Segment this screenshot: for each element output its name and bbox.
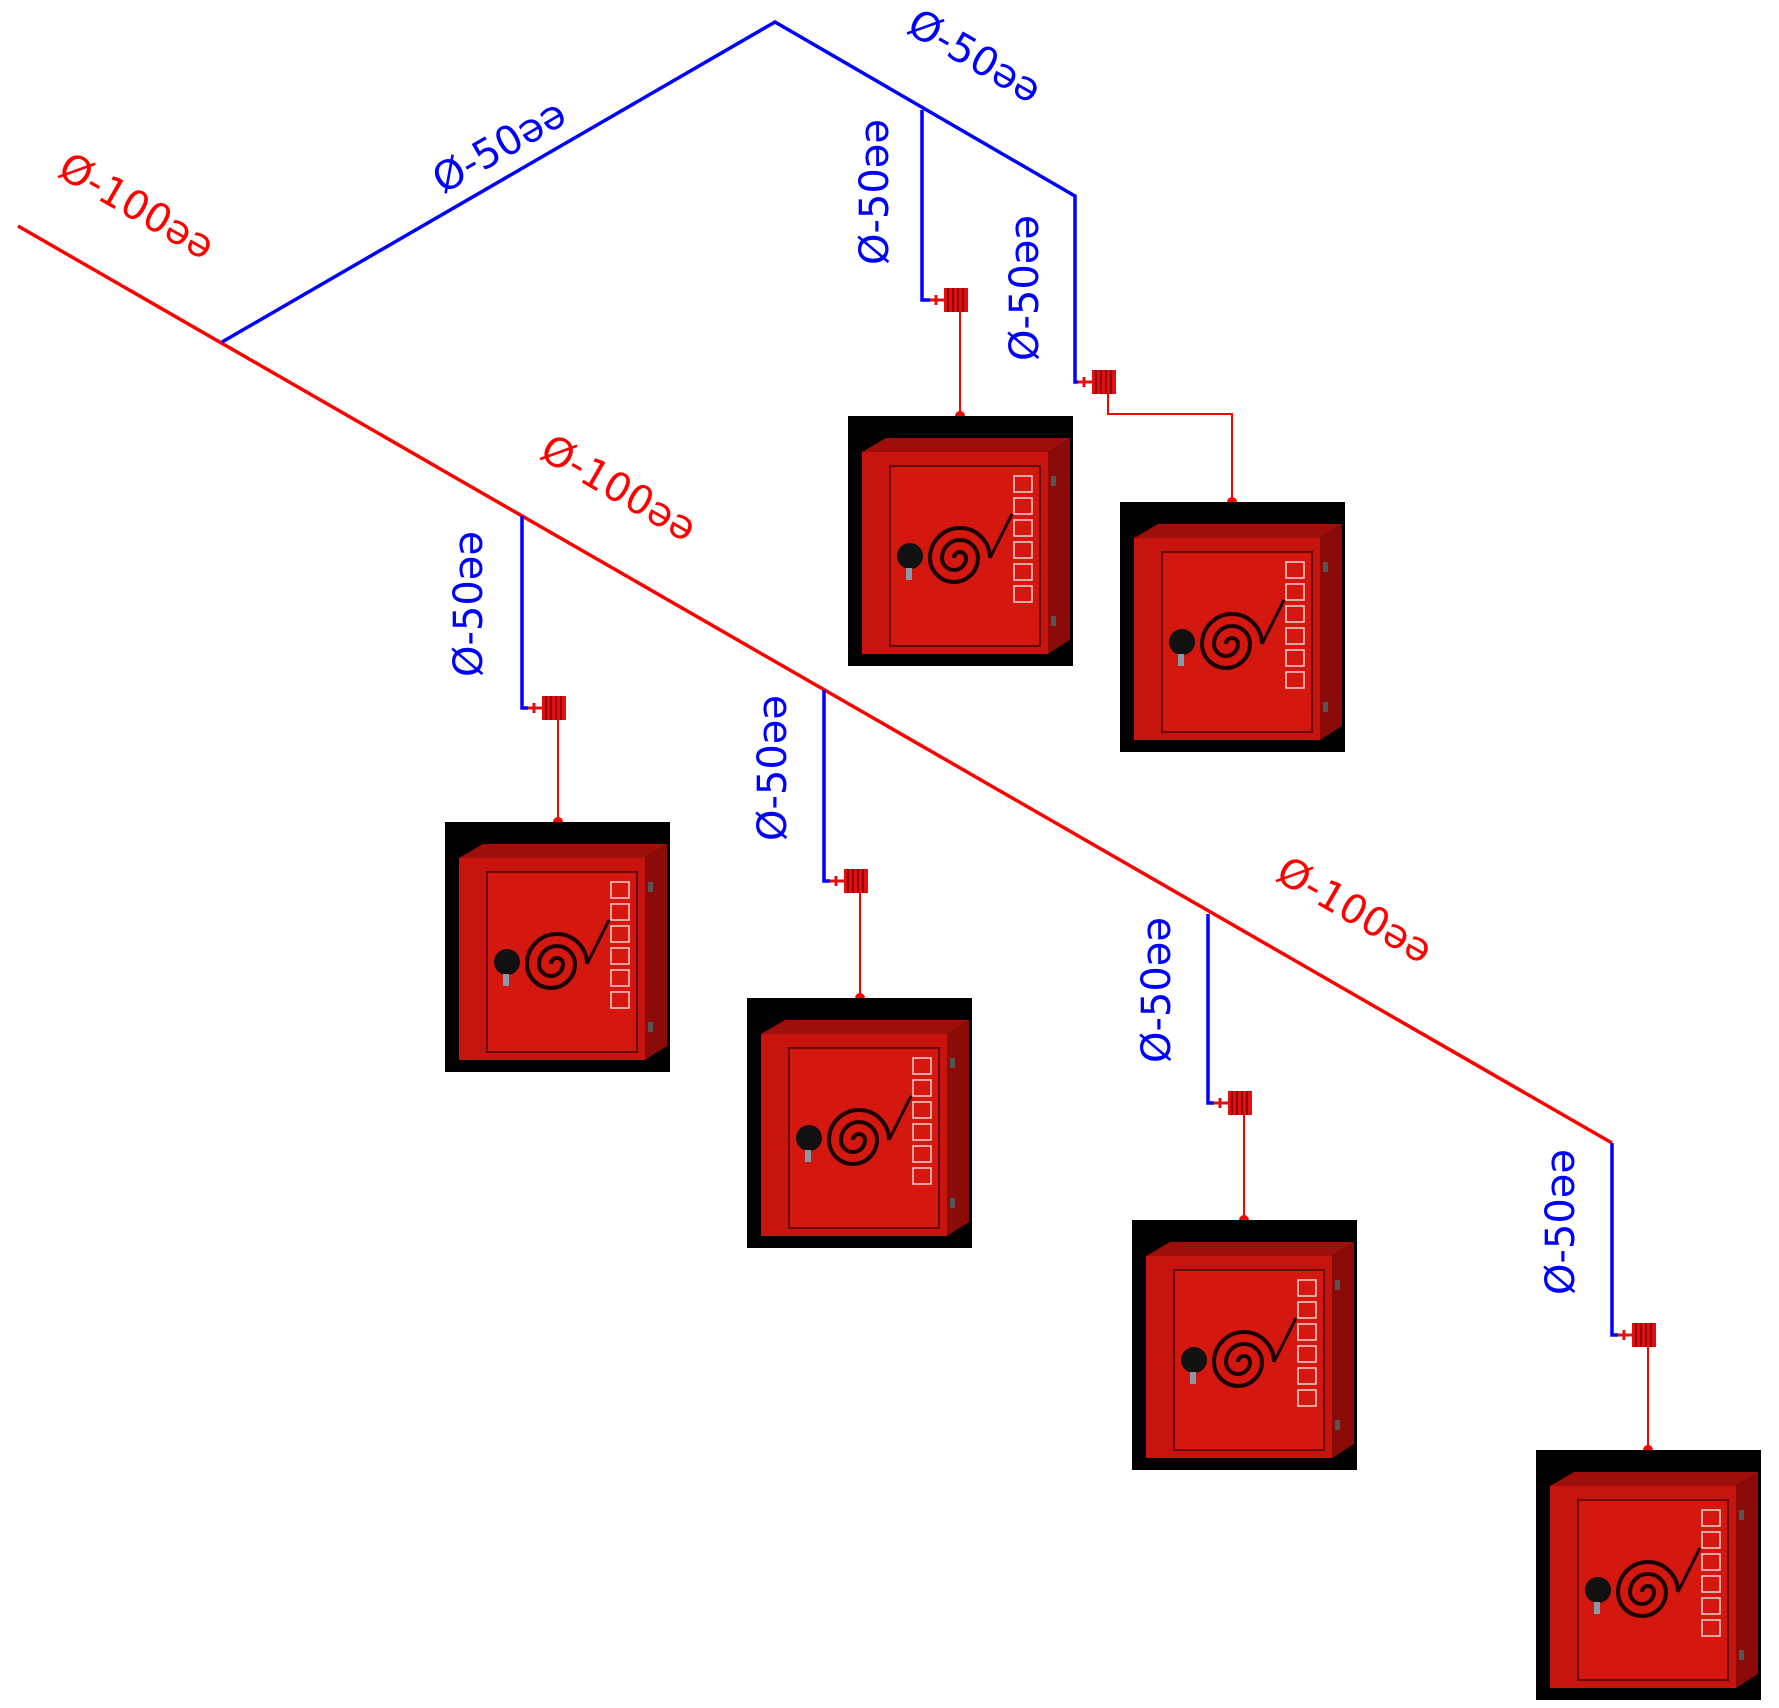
branch-pipe-label: Ø-50əə	[1538, 1149, 1584, 1295]
branch-drop-3	[1206, 914, 1214, 1105]
branch-pipe-label: Ø-50əə	[1002, 215, 1048, 361]
hose-connector	[1107, 394, 1233, 502]
hose-reel-icon	[1076, 368, 1118, 396]
fire-hose-cabinet-icon	[846, 414, 1075, 668]
hose-reel-icon	[1212, 1089, 1254, 1117]
branch-pipe-label: Ø-50əə	[900, 0, 1049, 113]
fire-hose-cabinet-icon	[1118, 500, 1347, 754]
branch-pipe-label: Ø-50əə	[425, 90, 574, 203]
hose-reel-icon	[1616, 1321, 1658, 1349]
fire-hose-cabinet-icon	[1130, 1218, 1359, 1472]
branch-pipe-label: Ø-50əə	[446, 531, 492, 677]
fire-hose-cabinet-icon	[745, 996, 974, 1250]
main-pipe-label: Ø-100əə	[533, 426, 705, 552]
branch-pipe-label: Ø-50əə	[852, 119, 898, 265]
branch-pipe-label: Ø-50əə	[750, 695, 796, 841]
main-pipe-label: Ø-100əə	[51, 144, 223, 270]
main-pipe	[17, 224, 1613, 1145]
branch-pipe-label: Ø-50əə	[1134, 917, 1180, 1063]
upper-branch-pipe	[221, 19, 1078, 384]
fire-hose-cabinet-icon	[1534, 1448, 1763, 1702]
branch-drop-2	[822, 690, 830, 883]
upper-branch-drop-1	[920, 110, 930, 302]
main-pipe-label: Ø-100əə	[1269, 848, 1441, 974]
fire-hose-cabinet-icon	[443, 820, 672, 1074]
branch-drop-4	[1610, 1143, 1618, 1337]
hose-reel-icon	[526, 694, 568, 722]
hose-reel-icon	[928, 286, 970, 314]
branch-drop-1	[520, 516, 528, 710]
hose-reel-icon	[828, 867, 870, 895]
